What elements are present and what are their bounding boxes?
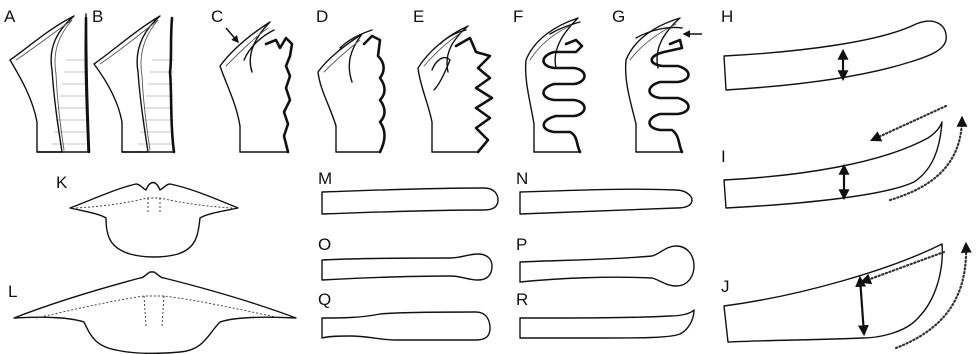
panel-label-p: P	[516, 235, 527, 254]
dotted-arrow-j-upper	[862, 252, 944, 282]
claw-c-drawing	[220, 22, 292, 152]
claw-d-drawing	[318, 30, 385, 152]
panel-label-h: H	[721, 7, 733, 26]
bar-shape-h	[724, 21, 946, 90]
bar-shape-j	[724, 244, 966, 348]
panel-label-f: F	[513, 7, 523, 26]
segment-shape-r	[520, 310, 694, 338]
claw-a-drawing	[10, 14, 89, 152]
arrow-pointer	[226, 28, 238, 42]
panel-label-a: A	[4, 7, 16, 26]
panel-label-o: O	[318, 235, 331, 254]
panel-label-g: G	[612, 7, 625, 26]
panel-label-c: C	[211, 7, 223, 26]
panel-label-m: M	[318, 169, 332, 188]
panel-label-e: E	[413, 7, 424, 26]
panel-label-n: N	[516, 169, 528, 188]
head-outline-l	[14, 272, 296, 353]
claw-f-drawing	[526, 18, 585, 152]
panel-label-r: R	[516, 290, 528, 309]
width-measurement-j	[860, 278, 864, 334]
panel-label-b: B	[92, 7, 103, 26]
head-outline-k	[70, 183, 238, 258]
panel-label-d: D	[316, 7, 328, 26]
dotted-arrow-i-upper	[872, 106, 946, 140]
bar-shape-i	[724, 106, 962, 208]
claw-b-drawing	[94, 16, 174, 152]
panel-label-i: I	[721, 147, 726, 166]
dotted-arrow-i-lower	[890, 118, 962, 200]
panel-label-l: L	[8, 282, 17, 301]
segment-shape-q	[322, 312, 490, 340]
segment-shape-n	[520, 189, 692, 214]
segment-shape-o	[322, 254, 492, 280]
panel-label-j: J	[721, 277, 730, 296]
claw-g-drawing	[626, 18, 702, 152]
panel-label-k: K	[56, 173, 68, 192]
segment-shape-p	[520, 246, 694, 286]
segment-shape-m	[322, 188, 498, 214]
panel-label-q: Q	[318, 290, 331, 309]
claw-e-drawing	[418, 26, 492, 152]
